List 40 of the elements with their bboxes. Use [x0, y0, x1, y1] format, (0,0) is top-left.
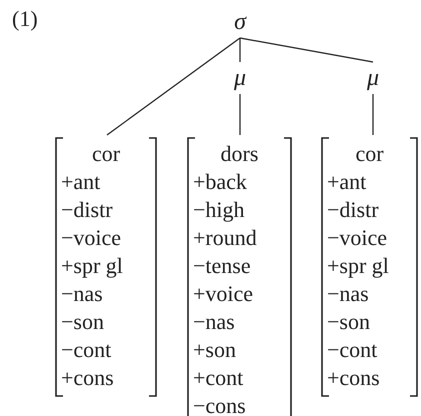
feature-value: −voice: [327, 224, 388, 252]
feature-value: −cons: [193, 392, 246, 416]
feature-value: +cons: [327, 364, 380, 392]
feature-value: −son: [327, 308, 370, 336]
feature-value: cor: [90, 140, 122, 168]
tree-branch-line: [240, 37, 374, 63]
feature-value: −cont: [327, 336, 378, 364]
feature-value: +back: [193, 168, 247, 196]
feature-value: dors: [220, 140, 260, 168]
feature-value: +spr gl: [61, 252, 123, 280]
feature-value: −distr: [61, 196, 113, 224]
feature-value: cor: [354, 140, 385, 168]
feature-value: −nas: [327, 280, 369, 308]
feature-value: +voice: [193, 280, 254, 308]
feature-value: +ant: [327, 168, 366, 196]
feature-value: +round: [193, 224, 257, 252]
feature-value: +cons: [61, 364, 114, 392]
feature-matrix: [321, 137, 418, 397]
tree-node-label: σ: [226, 8, 254, 38]
feature-value: −son: [61, 308, 104, 336]
feature-value: −cont: [61, 336, 112, 364]
tree-node-label: μ: [226, 64, 254, 94]
example-number: (1): [12, 6, 38, 32]
feature-value: −nas: [193, 308, 235, 336]
feature-matrix: [55, 137, 157, 397]
feature-value: −high: [193, 196, 245, 224]
feature-value: −distr: [327, 196, 379, 224]
feature-value: +ant: [61, 168, 100, 196]
tree-node-label: μ: [359, 64, 387, 94]
feature-value: +spr gl: [327, 252, 389, 280]
feature-matrix: [187, 137, 292, 416]
feature-value: +cont: [193, 364, 244, 392]
tree-branch-line: [239, 94, 241, 135]
feature-value: −tense: [193, 252, 251, 280]
feature-value: −voice: [61, 224, 122, 252]
tree-branch-line: [239, 38, 241, 62]
feature-value: +son: [193, 336, 236, 364]
tree-branch-line: [372, 94, 374, 135]
feature-value: −nas: [61, 280, 103, 308]
tree-branch-line: [106, 38, 240, 136]
